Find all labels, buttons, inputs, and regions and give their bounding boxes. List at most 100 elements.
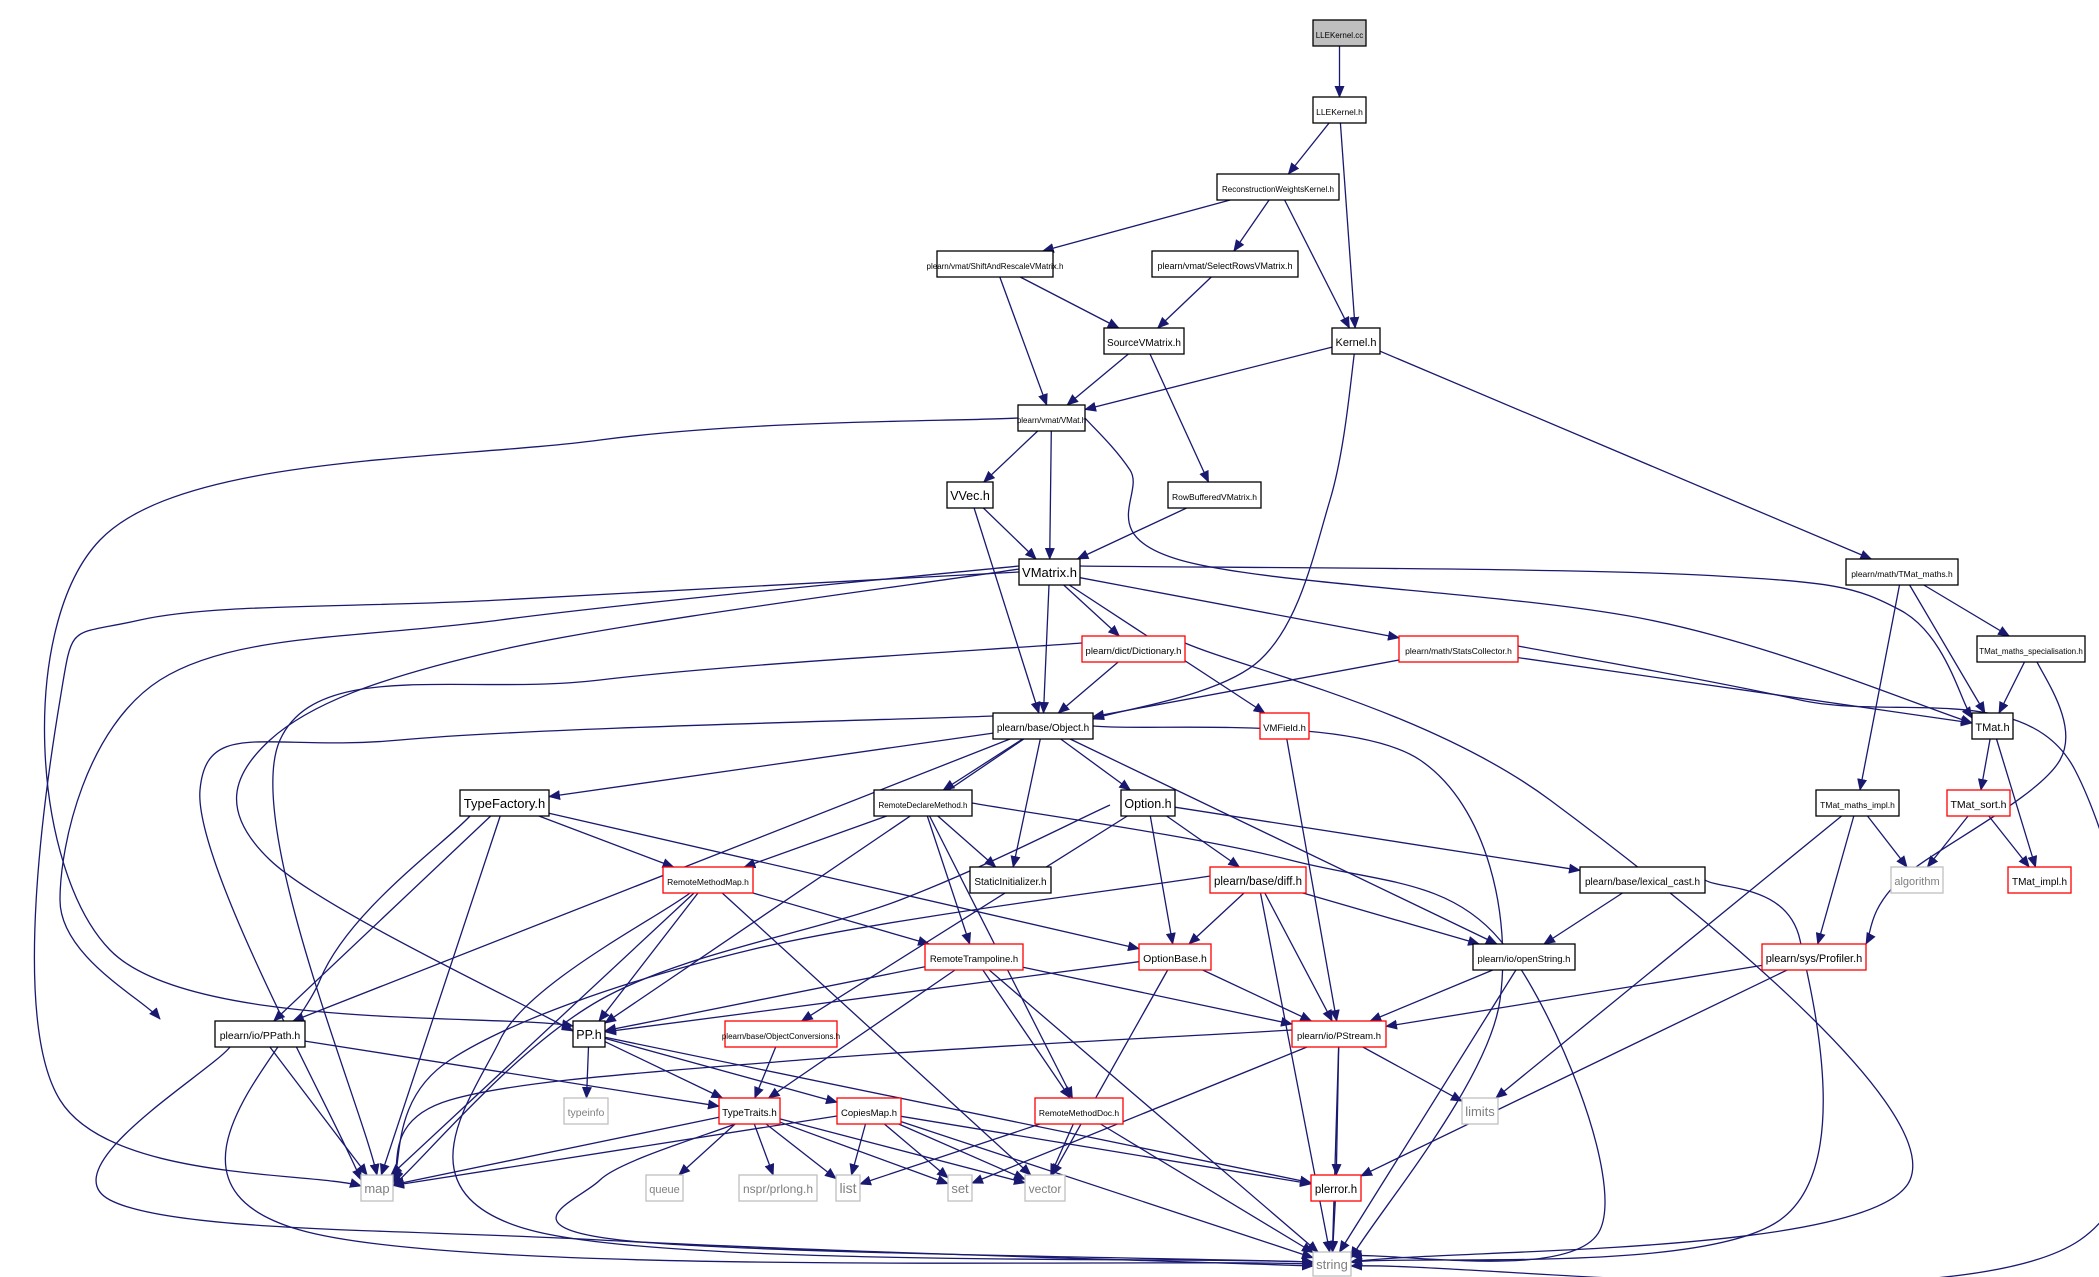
node-label: plearn/io/openString.h xyxy=(1478,954,1571,965)
graph-node-remotemethoddoc-h[interactable]: RemoteMethodDoc.h xyxy=(1034,1097,1124,1125)
node-label: plearn/io/PStream.h xyxy=(1297,1031,1381,1042)
edge-vmatrix_h-to-object_h xyxy=(1038,584,1050,714)
node-label: RemoteMethodMap.h xyxy=(667,877,749,887)
edge-object_h-to-map xyxy=(199,715,994,1181)
node-label: typeinfo xyxy=(568,1107,605,1119)
edge-copiesmap_h-to-list xyxy=(849,1123,867,1176)
graph-node-lexical-cast-h[interactable]: plearn/base/lexical_cast.h xyxy=(1579,866,1706,894)
graph-node-vvec-h[interactable]: VVec.h xyxy=(946,481,994,509)
node-label: TMat.h xyxy=(1975,722,2009,734)
graph-node-typefactory-h[interactable]: TypeFactory.h xyxy=(459,789,550,817)
graph-node-recon-h[interactable]: ReconstructionWeightsKernel.h xyxy=(1216,173,1340,201)
edge-recon_h-to-selectrows_h xyxy=(1233,199,1270,252)
edge-tmat_sort_h-to-algorithm xyxy=(1926,815,1969,868)
edge-option_h-to-lexical_cast_h xyxy=(1174,806,1581,874)
graph-node-objconv-h[interactable]: plearn/base/ObjectConversions.h xyxy=(722,1020,840,1048)
edge-typetraits_h-to-set xyxy=(779,1121,949,1185)
node-label: plearn/base/ObjectConversions.h xyxy=(722,1032,840,1041)
node-label: plearn/math/StatsCollector.h xyxy=(1405,646,1512,656)
graph-node-diff-h[interactable]: plearn/base/diff.h xyxy=(1209,866,1307,894)
graph-node-typetraits-h[interactable]: TypeTraits.h xyxy=(718,1097,781,1125)
graph-node-openstring-h[interactable]: plearn/io/openString.h xyxy=(1472,943,1576,971)
node-label: OptionBase.h xyxy=(1143,953,1207,965)
edge-vmatrix_h-to-ppath_h xyxy=(59,565,1020,1020)
node-label: plearn/sys/Profiler.h xyxy=(1766,953,1863,965)
edge-vmatrix_h-to-map xyxy=(33,571,1020,1188)
edge-vvec_h-to-object_h xyxy=(973,507,1041,714)
graph-node-shiftrescale-h[interactable]: plearn/vmat/ShiftAndRescaleVMatrix.h xyxy=(927,250,1064,278)
graph-node-kernel-h[interactable]: Kernel.h xyxy=(1331,327,1381,355)
edge-objconv_h-to-typetraits_h xyxy=(754,1046,777,1099)
graph-node-tmat-sort-h[interactable]: TMat_sort.h xyxy=(1946,789,2011,817)
node-label: Kernel.h xyxy=(1336,337,1377,349)
graph-node-llekernel-cc[interactable]: LLEKernel.cc xyxy=(1312,19,1367,47)
graph-node-object-h[interactable]: plearn/base/Object.h xyxy=(992,712,1094,740)
graph-node-copiesmap-h[interactable]: CopiesMap.h xyxy=(836,1097,902,1125)
graph-node-tmat-impl-h[interactable]: TMat_impl.h xyxy=(2007,866,2072,894)
graph-node-vmfield-h[interactable]: VMField.h xyxy=(1259,712,1310,740)
graph-node-remotetrampoline-h[interactable]: RemoteTrampoline.h xyxy=(924,943,1024,971)
node-box xyxy=(662,866,754,894)
edge-remotemethodmap_h-to-pp_h xyxy=(598,892,699,1022)
node-label: TMat_maths_impl.h xyxy=(1820,800,1895,810)
graph-node-plerror-h[interactable]: plerror.h xyxy=(1310,1174,1362,1202)
node-label: TMat_impl.h xyxy=(2012,877,2067,888)
node-box xyxy=(1815,789,1900,817)
edge-remotedeclare_h-to-string xyxy=(971,802,1606,1262)
graph-node-profiler-h[interactable]: plearn/sys/Profiler.h xyxy=(1761,943,1867,971)
graph-node-map: map xyxy=(360,1174,394,1202)
node-label: algorithm xyxy=(1894,876,1939,888)
graph-node-statscollector-h[interactable]: plearn/math/StatsCollector.h xyxy=(1398,635,1519,663)
edge-diff_h-to-string xyxy=(1259,892,1333,1253)
node-label: StaticInitializer.h xyxy=(974,877,1046,888)
graph-node-vmat-h[interactable]: plearn/vmat/VMat.h xyxy=(1017,404,1086,432)
edge-remotetrampoline_h-to-remotemethoddoc_h xyxy=(982,969,1071,1099)
graph-node-tmat-spec-h[interactable]: TMat_maths_specialisation.h xyxy=(1976,635,2086,663)
graph-node-pp-h[interactable]: PP.h xyxy=(572,1020,606,1048)
graph-node-dictionary-h[interactable]: plearn/dict/Dictionary.h xyxy=(1081,635,1186,663)
node-label: plearn/dict/Dictionary.h xyxy=(1086,646,1182,657)
graph-node-optionbase-h[interactable]: OptionBase.h xyxy=(1138,943,1212,971)
edge-tmat_maths_h-to-tmat_spec_h xyxy=(1923,584,2011,637)
node-label: string xyxy=(1316,1257,1348,1272)
edge-diff_h-to-openstring_h xyxy=(1302,892,1481,946)
graph-node-pstream-h[interactable]: plearn/io/PStream.h xyxy=(1291,1020,1387,1048)
edge-tmat_maths_impl_h-to-limits xyxy=(1495,815,1843,1099)
edge-typetraits_h-to-vector xyxy=(779,1118,1026,1185)
graph-node-llekernel-h[interactable]: LLEKernel.h xyxy=(1312,96,1367,124)
graph-node-tmat-maths-impl-h[interactable]: TMat_maths_impl.h xyxy=(1815,789,1900,817)
graph-node-rowbuffered-h[interactable]: RowBufferedVMatrix.h xyxy=(1167,481,1262,509)
graph-node-tmat-maths-h[interactable]: plearn/math/TMat_maths.h xyxy=(1845,558,1959,586)
edge-profiler_h-to-pstream_h xyxy=(1385,964,1763,1030)
edge-option_h-to-objconv_h xyxy=(800,815,1128,1022)
edge-option_h-to-map xyxy=(392,804,1111,1187)
graph-node-limits: limits xyxy=(1461,1097,1499,1125)
graph-node-remotedeclare-h[interactable]: RemoteDeclareMethod.h xyxy=(873,789,973,817)
edge-recon_h-to-kernel_h xyxy=(1284,199,1350,329)
graph-node-tmat-h[interactable]: TMat.h xyxy=(1971,712,2014,740)
edge-diff_h-to-map xyxy=(392,875,1211,1184)
edge-ppath_h-to-map xyxy=(269,1046,368,1176)
graph-node-option-h[interactable]: Option.h xyxy=(1120,789,1176,817)
graph-node-remotemethodmap-h[interactable]: RemoteMethodMap.h xyxy=(662,866,754,894)
edge-llekernel_h-to-recon_h xyxy=(1287,122,1330,175)
node-box xyxy=(992,712,1094,740)
graph-node-sourcevmatrix-h[interactable]: SourceVMatrix.h xyxy=(1103,327,1185,355)
node-box xyxy=(459,789,550,817)
graph-node-selectrows-h[interactable]: plearn/vmat/SelectRowsVMatrix.h xyxy=(1151,250,1299,278)
graph-node-ppath-h[interactable]: plearn/io/PPath.h xyxy=(214,1020,306,1048)
graph-node-vmatrix-h[interactable]: VMatrix.h xyxy=(1018,558,1081,586)
node-box xyxy=(946,481,994,509)
edge-tmat_maths_h-to-tmat_h xyxy=(1909,584,1986,714)
edge-shiftrescale_h-to-vmat_h xyxy=(999,276,1048,406)
edge-rowbuffered_h-to-vmatrix_h xyxy=(1076,507,1187,560)
graph-node-staticinit-h[interactable]: StaticInitializer.h xyxy=(969,866,1052,894)
edge-typefactory_h-to-remotemethodmap_h xyxy=(538,815,675,868)
node-box xyxy=(1120,789,1176,817)
edge-remotetrampoline_h-to-pp_h xyxy=(604,966,926,1034)
graph-node-set: set xyxy=(947,1174,973,1202)
edge-pp_h-to-copiesmap_h xyxy=(604,1037,838,1105)
graph-node-string: string xyxy=(1312,1251,1352,1277)
edge-optionbase_h-to-vector xyxy=(1051,969,1169,1176)
node-label: PP.h xyxy=(576,1028,602,1042)
